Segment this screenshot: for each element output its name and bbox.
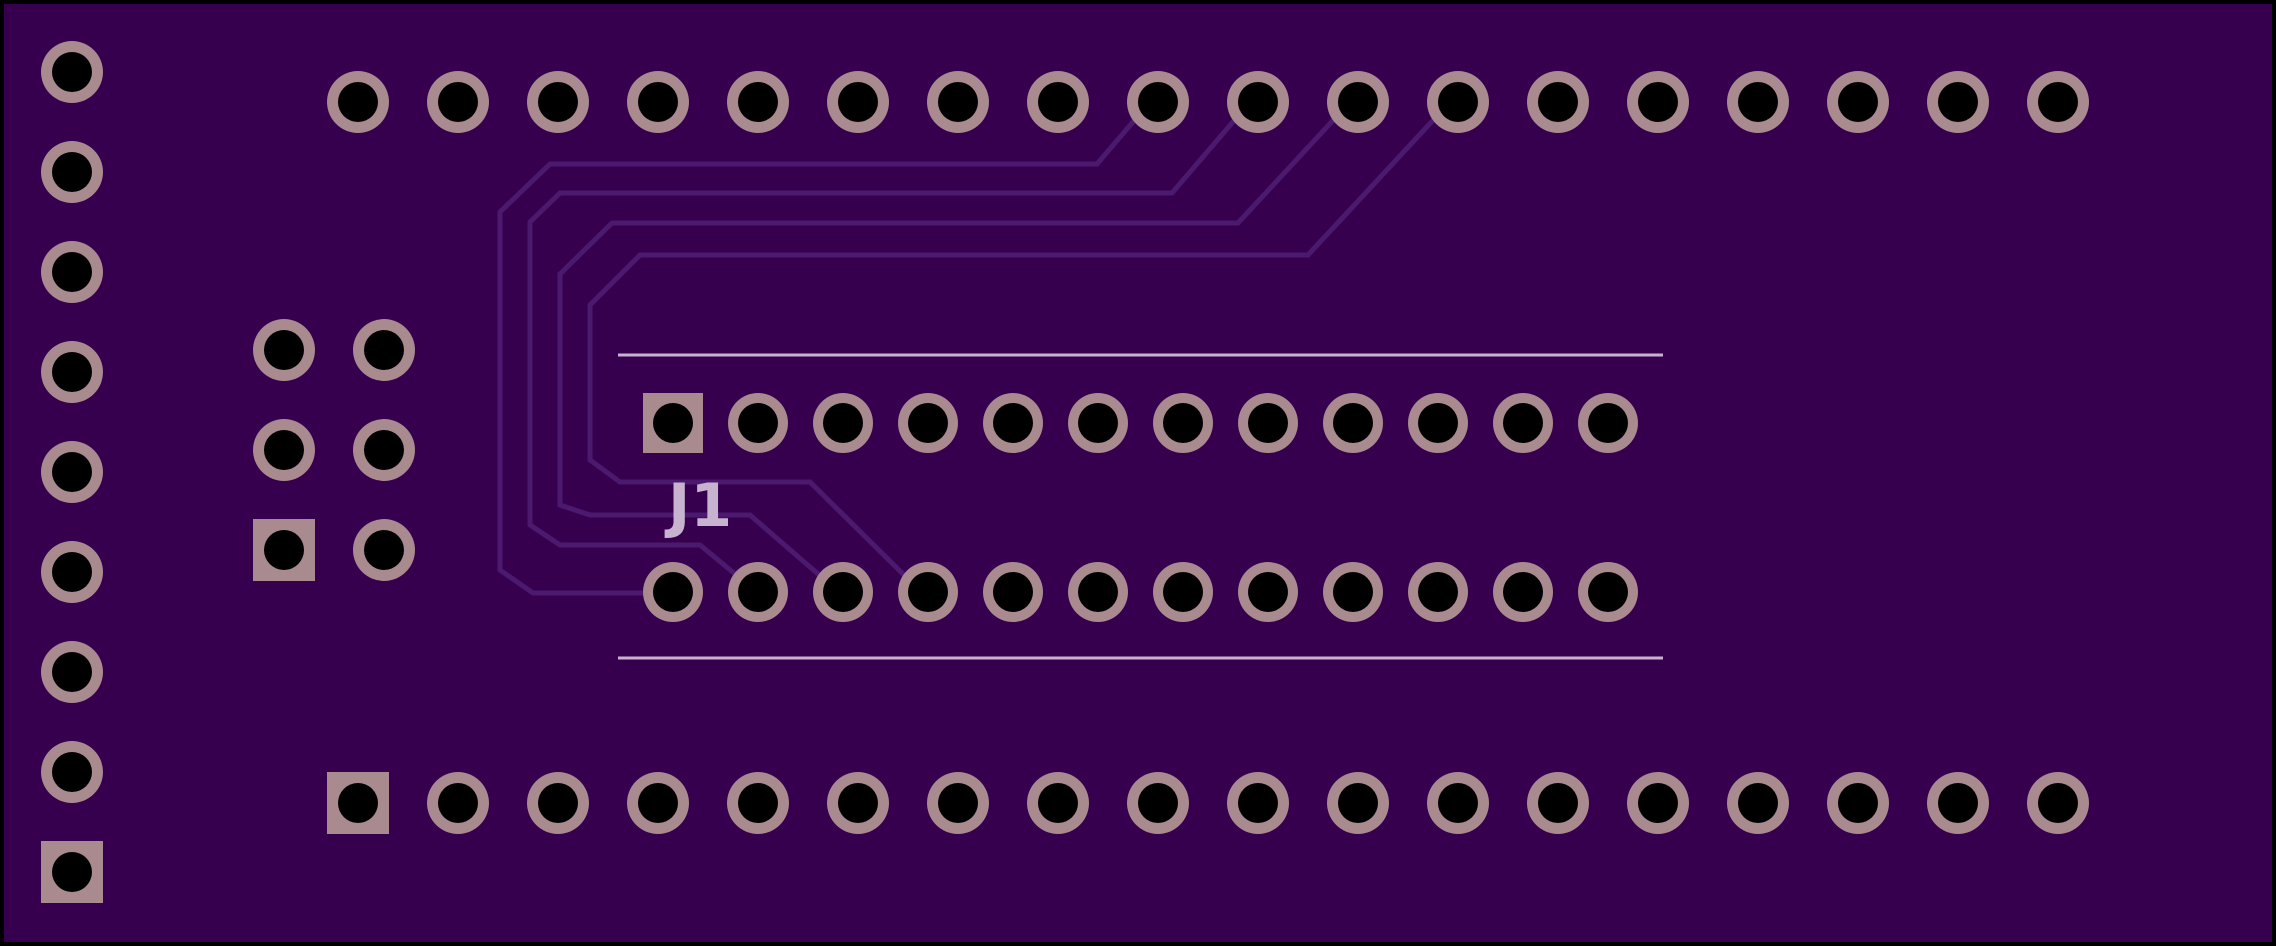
bottom-header-pin-16 [1827, 772, 1889, 834]
top-header-pin-4 [627, 71, 689, 133]
top-header-pin-9 [1127, 71, 1189, 133]
small-header-pin-5 [253, 519, 315, 581]
small-header-pin-6 [353, 519, 415, 581]
left-header-pin-2 [41, 141, 103, 203]
silkscreen-layer [618, 353, 1663, 660]
j1-top-row-pin-12 [1578, 393, 1638, 453]
j1-top-row-pin-11 [1493, 393, 1553, 453]
bottom-header-pin-15 [1727, 772, 1789, 834]
bottom-header-pin-6 [827, 772, 889, 834]
j1-bottom-row-pin-6 [1068, 562, 1128, 622]
left-header-pin-4 [41, 341, 103, 403]
bottom-header-pin-18 [2027, 772, 2089, 834]
bottom-header-pin-1 [327, 772, 389, 834]
left-header-pin-5 [41, 441, 103, 503]
j1-top-row-pin-7 [1153, 393, 1213, 453]
top-header-pin-7 [927, 71, 989, 133]
j1-bottom-row-pin-12 [1578, 562, 1638, 622]
j1-top-row-pin-4 [898, 393, 958, 453]
j1-bottom-row-pin-8 [1238, 562, 1298, 622]
top-header-pin-17 [1927, 71, 1989, 133]
small-header-pin-1 [253, 319, 315, 381]
bottom-header-pin-17 [1927, 772, 1989, 834]
j1-top-row-pin-10 [1408, 393, 1468, 453]
j1-bottom-row-pin-7 [1153, 562, 1213, 622]
j1-bottom-row-pin-2 [728, 562, 788, 622]
j1-top-row-pin-6 [1068, 393, 1128, 453]
small-header-pin-2 [353, 319, 415, 381]
j1-bottom-row-pin-1 [643, 562, 703, 622]
j1-top-row-pin-9 [1323, 393, 1383, 453]
top-header-pin-15 [1727, 71, 1789, 133]
top-header-pin-5 [727, 71, 789, 133]
j1-top-row-pin-2 [728, 393, 788, 453]
j1-top-row-pin-8 [1238, 393, 1298, 453]
bottom-header-pin-3 [527, 772, 589, 834]
top-header-pin-16 [1827, 71, 1889, 133]
top-header-pin-2 [427, 71, 489, 133]
small-header-pin-3 [253, 419, 315, 481]
trace-3 [557, 100, 1352, 595]
bottom-header-pin-10 [1227, 772, 1289, 834]
left-header-pin-8 [41, 741, 103, 803]
top-header-pin-6 [827, 71, 889, 133]
through-hole-pads [41, 41, 2089, 903]
top-header-pin-1 [327, 71, 389, 133]
j1-bottom-row-pin-3 [813, 562, 873, 622]
j1-top-row-pin-5 [983, 393, 1043, 453]
j1-top-row-pin-1 [643, 393, 703, 453]
j1-bottom-row-pin-10 [1408, 562, 1468, 622]
bottom-header-pin-9 [1127, 772, 1189, 834]
j1-bottom-row-pin-4 [898, 562, 958, 622]
top-header-pin-13 [1527, 71, 1589, 133]
j1-top-row-pin-3 [813, 393, 873, 453]
bottom-header-pin-13 [1527, 772, 1589, 834]
bottom-header-pin-7 [927, 772, 989, 834]
top-header-pin-10 [1227, 71, 1289, 133]
j1-bottom-row-pin-9 [1323, 562, 1383, 622]
small-header-pin-4 [353, 419, 415, 481]
bottom-header-pin-4 [627, 772, 689, 834]
copper-traces [497, 100, 1452, 596]
bottom-header-pin-2 [427, 772, 489, 834]
left-header-pin-1 [41, 41, 103, 103]
bottom-header-pin-8 [1027, 772, 1089, 834]
top-header-pin-8 [1027, 71, 1089, 133]
j1-bottom-row-pin-5 [983, 562, 1043, 622]
trace-4 [587, 100, 1452, 578]
left-header-pin-9 [41, 841, 103, 903]
top-header-pin-3 [527, 71, 589, 133]
left-header-pin-3 [41, 241, 103, 303]
j1-bottom-row-pin-11 [1493, 562, 1553, 622]
top-header-pin-11 [1327, 71, 1389, 133]
bottom-header-pin-14 [1627, 772, 1689, 834]
left-header-pin-7 [41, 641, 103, 703]
top-header-pin-14 [1627, 71, 1689, 133]
top-header-pin-18 [2027, 71, 2089, 133]
j1-designator: J1 [664, 471, 732, 541]
trace-1 [497, 100, 1152, 596]
bottom-header-pin-12 [1427, 772, 1489, 834]
top-header-pin-12 [1427, 71, 1489, 133]
bottom-header-pin-11 [1327, 772, 1389, 834]
trace-2 [527, 100, 1252, 595]
bottom-header-pin-5 [727, 772, 789, 834]
left-header-pin-6 [41, 541, 103, 603]
